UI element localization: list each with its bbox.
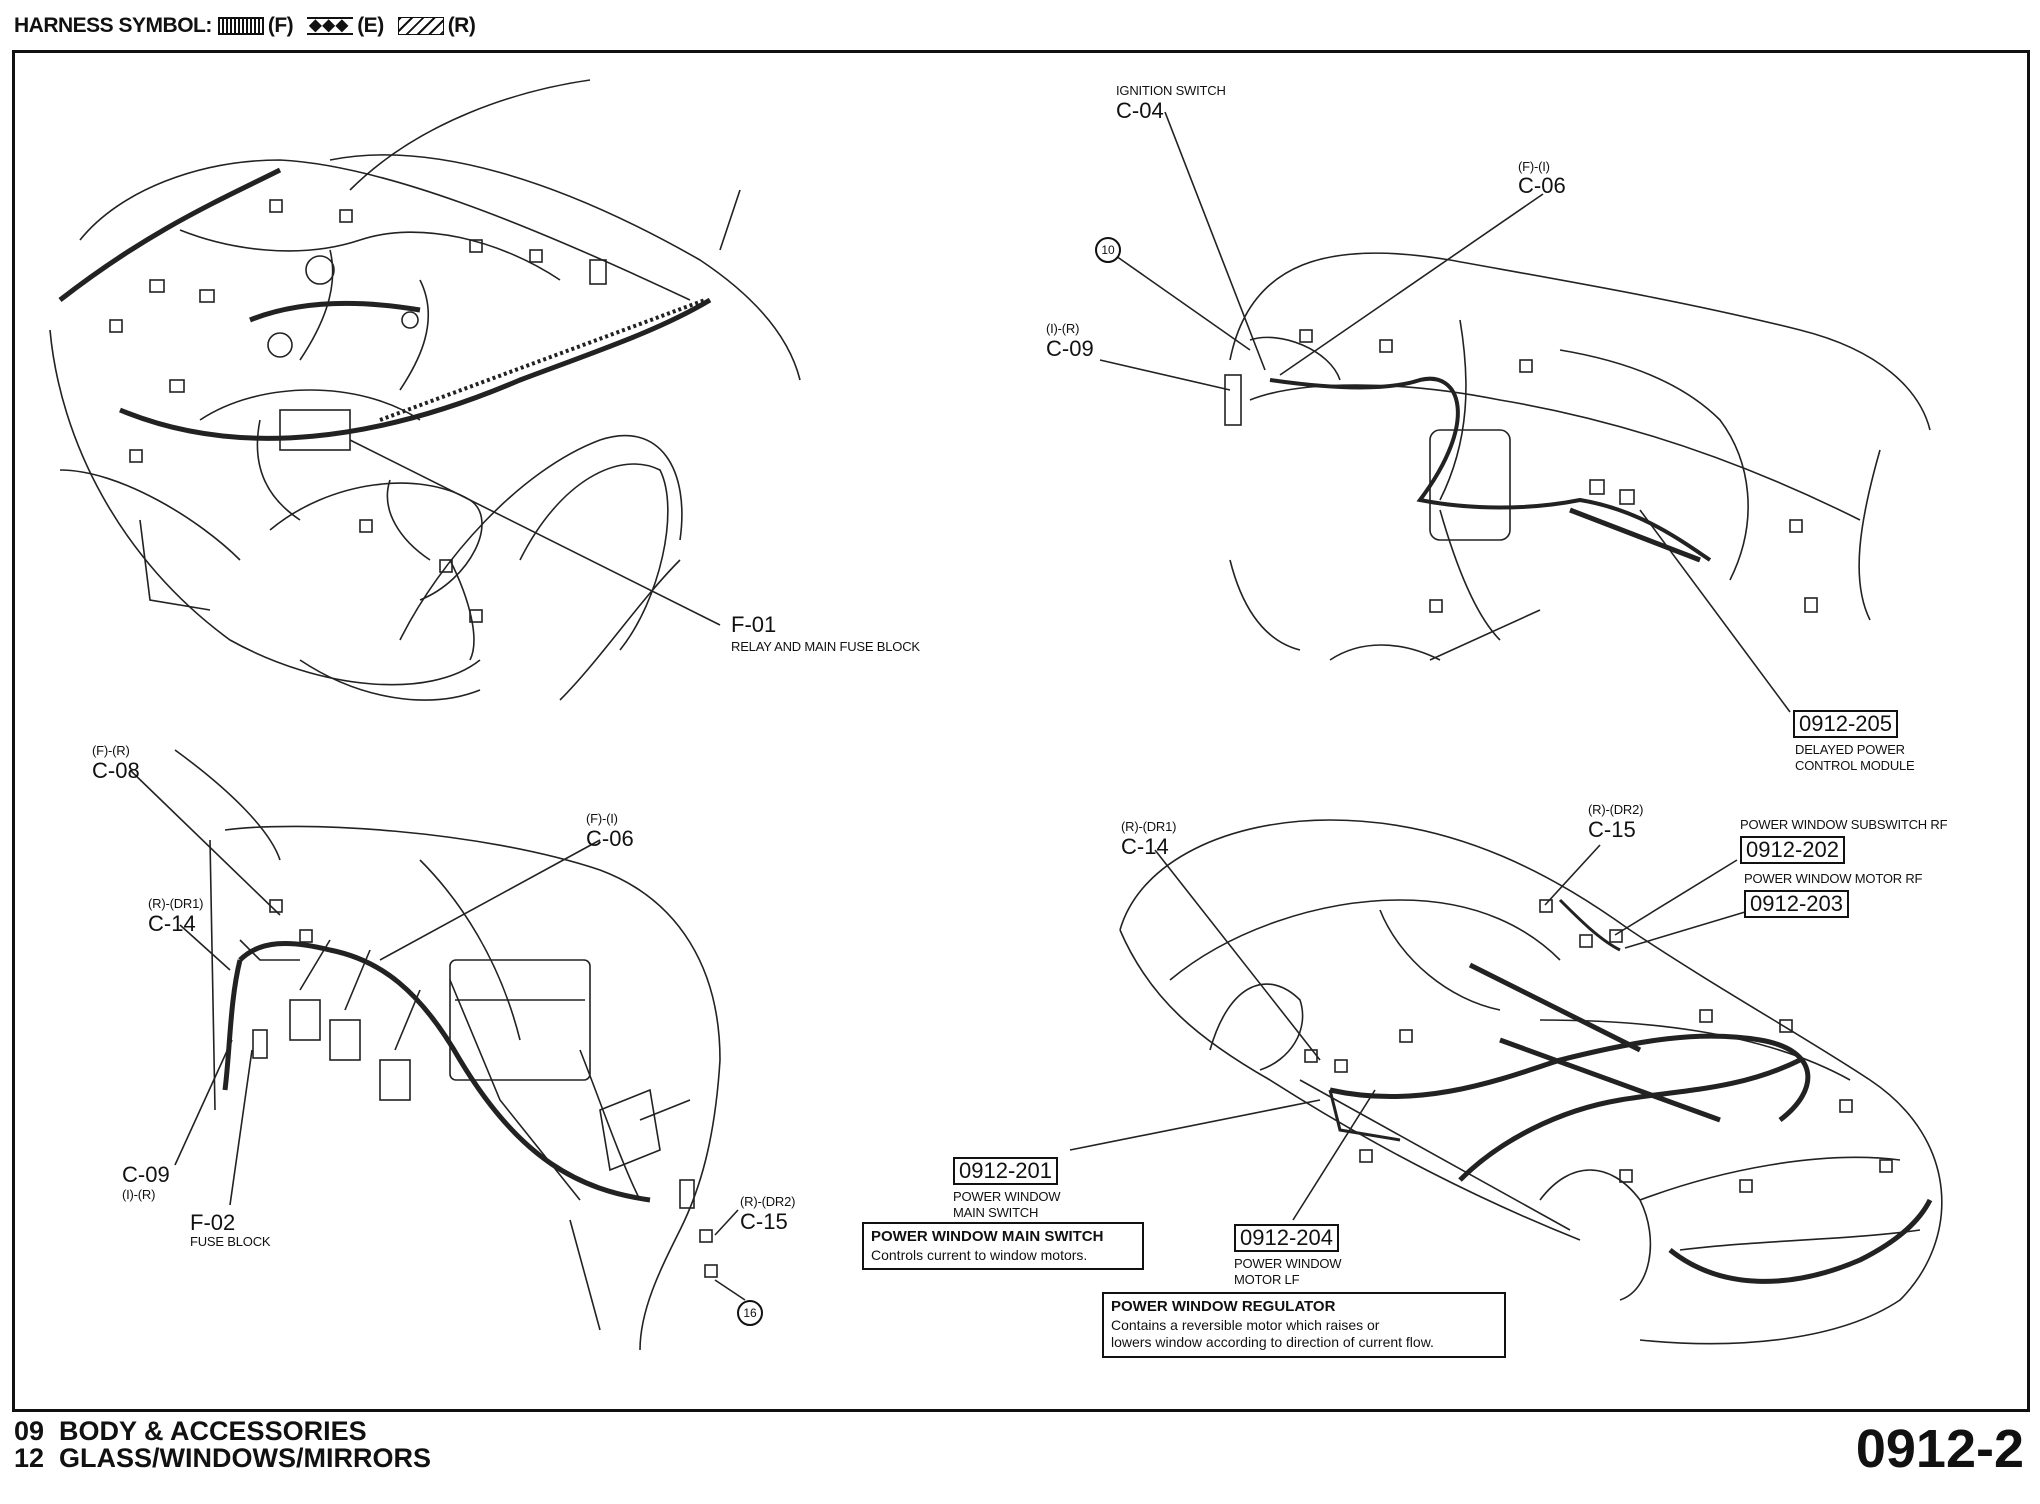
c06-bottom-location: (F)-(I) xyxy=(586,811,618,826)
page-number: 0912-2 xyxy=(1855,1419,2024,1479)
c09-top-location: (I)-(R) xyxy=(1046,321,1080,336)
footer-section-line-1: 09 BODY & ACCESSORIES xyxy=(14,1416,367,1446)
c08-location: (F)-(R) xyxy=(92,743,130,758)
c09-top-connector-code: C-09 xyxy=(1046,336,1094,361)
f01-description: RELAY AND MAIN FUSE BLOCK xyxy=(731,639,920,654)
c15-left-connector-code: C-15 xyxy=(740,1209,788,1234)
harness-symbol-legend: HARNESS SYMBOL: (F) (E) (R) xyxy=(14,14,483,38)
f02-description: FUSE BLOCK xyxy=(190,1234,271,1249)
c04-top-connector-code: C-04 xyxy=(1116,98,1164,123)
legend-r-label: (R) xyxy=(447,14,476,37)
c04-top-description: IGNITION SWITCH xyxy=(1116,83,1226,98)
module-0912-203-code: 0912-203 xyxy=(1744,890,1849,918)
regulator-note-title: POWER WINDOW REGULATOR xyxy=(1111,1298,1336,1315)
dashboard-drawing xyxy=(1099,111,1931,713)
f01-connector-code: F-01 xyxy=(731,612,777,637)
c08-connector-code: C-08 xyxy=(92,758,140,783)
c14-right-location: (R)-(DR1) xyxy=(1121,819,1177,834)
regulator-note-line-2: lowers window according to direction of … xyxy=(1111,1334,1434,1351)
regulator-note-line-1: Contains a reversible motor which raises… xyxy=(1111,1316,1380,1333)
module-0912-202-description: POWER WINDOW SUBSWITCH RF xyxy=(1740,817,1948,832)
c09-bottom-location: (I)-(R) xyxy=(122,1187,156,1202)
c15-right-location: (R)-(DR2) xyxy=(1588,802,1644,817)
module-0912-201-code: 0912-201 xyxy=(953,1157,1058,1185)
module-0912-205-description-2: CONTROL MODULE xyxy=(1795,758,1915,773)
footwell-drawing xyxy=(129,749,746,1351)
regulator-note: POWER WINDOW REGULATOR Contains a revers… xyxy=(1102,1292,1506,1358)
module-0912-203-description: POWER WINDOW MOTOR RF xyxy=(1744,871,1923,886)
section-footer: 09 BODY & ACCESSORIES 12 GLASS/WINDOWS/M… xyxy=(14,1418,431,1472)
harness-f-swatch-icon xyxy=(217,17,264,35)
c14-right-connector-code: C-14 xyxy=(1121,834,1169,859)
c06-top-connector-code: C-06 xyxy=(1518,173,1566,198)
engine-bay-drawing xyxy=(49,79,801,701)
harness-e-swatch-icon xyxy=(307,15,354,35)
module-0912-201-description-2: MAIN SWITCH xyxy=(953,1205,1039,1220)
reference-circle-10: 10 xyxy=(1095,237,1121,263)
vehicle-body-drawing xyxy=(1069,819,1943,1345)
footer-section-line-2: 12 GLASS/WINDOWS/MIRRORS xyxy=(14,1443,432,1473)
module-0912-205-code: 0912-205 xyxy=(1793,710,1898,738)
module-0912-201-description-1: POWER WINDOW xyxy=(953,1189,1061,1204)
c14-left-connector-code: C-14 xyxy=(148,911,196,936)
reference-circle-16: 16 xyxy=(737,1300,763,1326)
c15-right-connector-code: C-15 xyxy=(1588,817,1636,842)
main-switch-note-body: Controls current to window motors. xyxy=(871,1246,1088,1263)
c09-bottom-connector-code: C-09 xyxy=(122,1162,170,1187)
module-0912-204-description-2: MOTOR LF xyxy=(1234,1272,1300,1287)
module-0912-202-code: 0912-202 xyxy=(1740,836,1845,864)
c15-left-location: (R)-(DR2) xyxy=(740,1194,796,1209)
module-0912-204-code: 0912-204 xyxy=(1234,1224,1339,1252)
module-0912-204-description-1: POWER WINDOW xyxy=(1234,1256,1342,1271)
c06-bottom-connector-code: C-06 xyxy=(586,826,634,851)
diagram-frame xyxy=(12,50,2030,1412)
f02-connector-code: F-02 xyxy=(190,1210,236,1235)
c14-left-location: (R)-(DR1) xyxy=(148,896,204,911)
harness-r-swatch-icon xyxy=(397,17,444,35)
legend-f-label: (F) xyxy=(267,14,294,37)
legend-e-label: (E) xyxy=(357,14,384,37)
module-0912-205-description-1: DELAYED POWER xyxy=(1795,742,1905,757)
main-switch-note: POWER WINDOW MAIN SWITCH Controls curren… xyxy=(862,1222,1144,1271)
main-switch-note-title: POWER WINDOW MAIN SWITCH xyxy=(871,1228,1104,1245)
legend-title: HARNESS SYMBOL: xyxy=(14,14,212,37)
c06-top-location: (F)-(I) xyxy=(1518,159,1550,174)
